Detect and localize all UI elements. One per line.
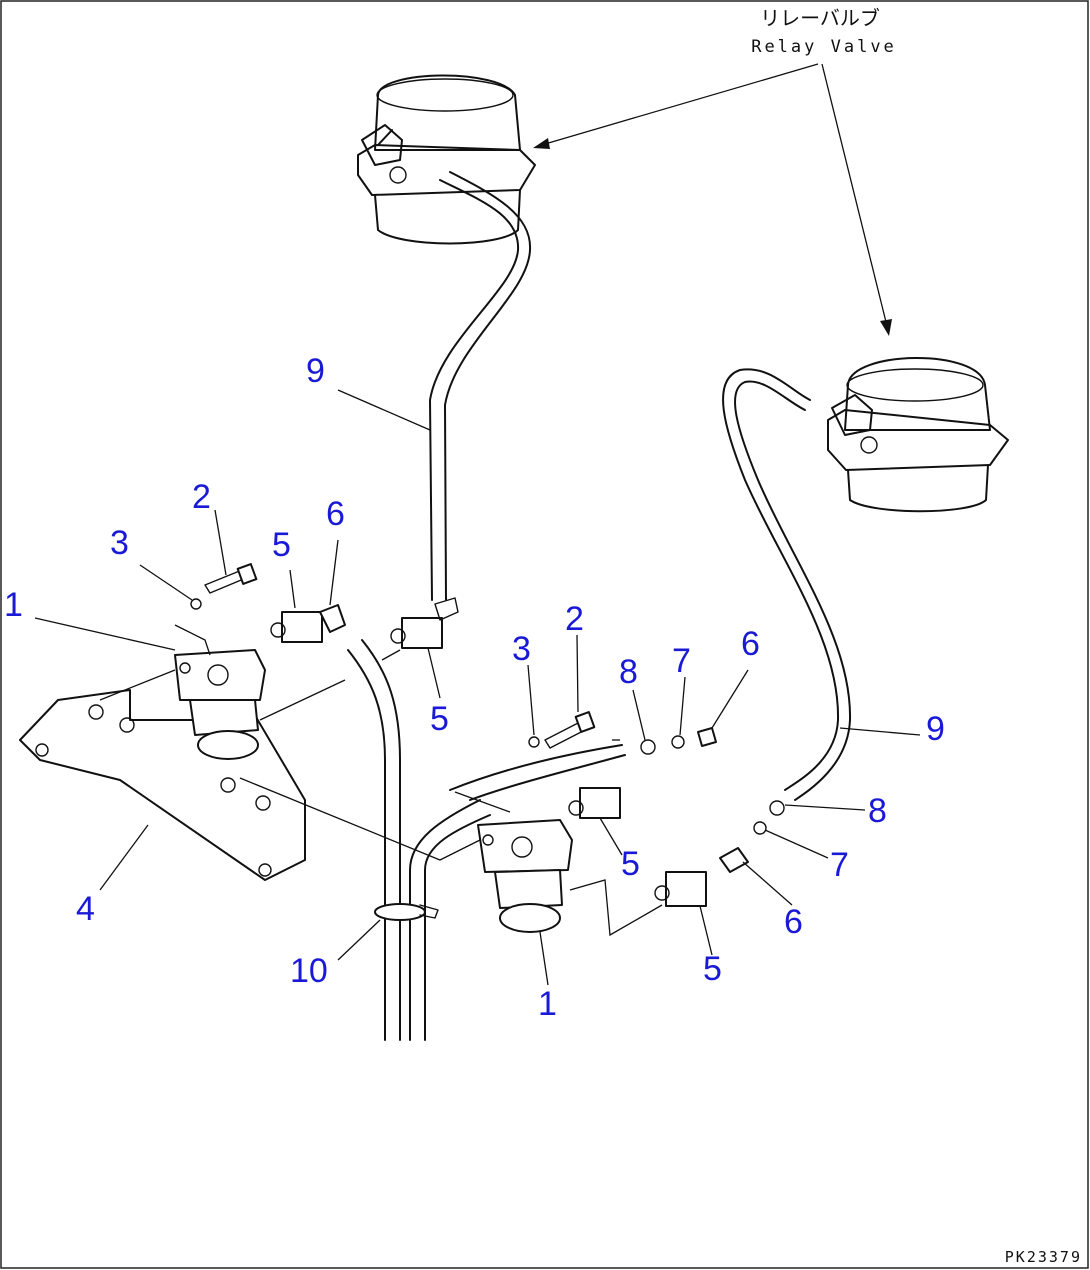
label-2-left: 2: [192, 478, 211, 516]
fitting-5-left: [270, 611, 323, 643]
figure-code: PK23379: [1005, 1248, 1082, 1266]
label-6-right: 6: [784, 903, 803, 941]
hose-main-a: [347, 649, 386, 1041]
tube-9-right: [722, 368, 840, 791]
connection-lines: [99, 624, 663, 937]
tube-9-right-inner: [734, 380, 852, 801]
hose-branch-a: [409, 799, 481, 1041]
label-5-center: 5: [621, 845, 640, 883]
label-2-center: 2: [565, 600, 584, 638]
label-5-tube: 5: [430, 700, 449, 738]
valve-1-center: [477, 819, 573, 933]
label-6-center: 6: [741, 625, 760, 663]
parts-right-group: [654, 800, 785, 907]
label-6-left: 6: [326, 495, 345, 533]
hose-branch-c: [449, 744, 623, 791]
elbow-6-left: [319, 604, 346, 633]
label-8-right: 8: [868, 792, 887, 830]
valve-1-left: [174, 649, 266, 760]
bracket-4: [19, 689, 306, 881]
label-5-left: 5: [272, 526, 291, 564]
relay-valve-lower: [827, 357, 1009, 513]
relay-valve-arrows: [533, 63, 892, 336]
label-3-left: 3: [110, 524, 129, 562]
label-8-center: 8: [619, 653, 638, 691]
label-1-left: 1: [4, 586, 23, 624]
relay-valve-upper: [357, 74, 536, 245]
label-7-center: 7: [672, 642, 691, 680]
label-1-center: 1: [538, 985, 557, 1023]
label-5-right: 5: [703, 950, 722, 988]
hose-branch-b: [424, 814, 491, 1041]
fitting-5-tube: [390, 597, 459, 649]
tube-9-upper: [429, 179, 520, 601]
bolt-2-left: [190, 563, 258, 610]
leader-lines: [34, 389, 921, 986]
label-3-center: 3: [512, 630, 531, 668]
hose-branch-d: [469, 754, 626, 801]
bolt-2-center: [528, 711, 596, 749]
label-9-upper: 9: [306, 352, 325, 390]
label-9-right: 9: [926, 710, 945, 748]
part-labels: 1 2 3 5 6 9 5 3 2 8 7 6 9 8 7 5 6 5 4 10…: [4, 352, 945, 1023]
label-4: 4: [76, 890, 95, 928]
tube-9-upper-inner: [444, 171, 532, 601]
hose-main-b: [361, 639, 401, 1041]
label-10: 10: [290, 952, 328, 990]
parts-center-group: [568, 727, 717, 819]
title-jp: リレーバルブ: [760, 6, 880, 30]
label-7-right: 7: [830, 846, 849, 884]
title-en: Relay Valve: [751, 37, 897, 57]
clamp-10: [374, 903, 439, 921]
